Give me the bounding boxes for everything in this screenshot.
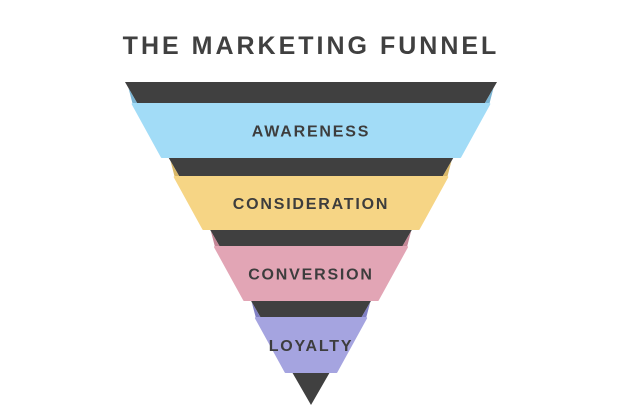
funnel-stage-awareness: AWARENESS (128, 88, 494, 158)
right-fold-tab (401, 231, 412, 247)
left-fold-tab (170, 161, 180, 177)
stage-band (214, 246, 408, 301)
right-fold-tab (361, 302, 371, 318)
right-fold-tab (484, 88, 494, 104)
funnel-stage-consideration: CONSIDERATION (170, 161, 452, 230)
diagram-title: THE MARKETING FUNNEL (122, 32, 500, 60)
right-fold-tab (442, 161, 452, 177)
stage-label: LOYALTY (269, 338, 354, 355)
stage-label: AWARENESS (252, 124, 370, 141)
stage-band (254, 317, 368, 373)
left-fold-tab (128, 88, 138, 104)
stage-label: CONVERSION (248, 267, 374, 284)
funnel-core (125, 82, 497, 405)
left-fold-tab (251, 302, 261, 318)
funnel-stage-conversion: CONVERSION (210, 231, 412, 301)
stage-label: CONSIDERATION (233, 196, 389, 213)
left-fold-tab (210, 231, 221, 247)
stage-band (131, 103, 491, 158)
stage-band (173, 176, 449, 230)
funnel-stage-loyalty: LOYALTY (251, 302, 371, 373)
